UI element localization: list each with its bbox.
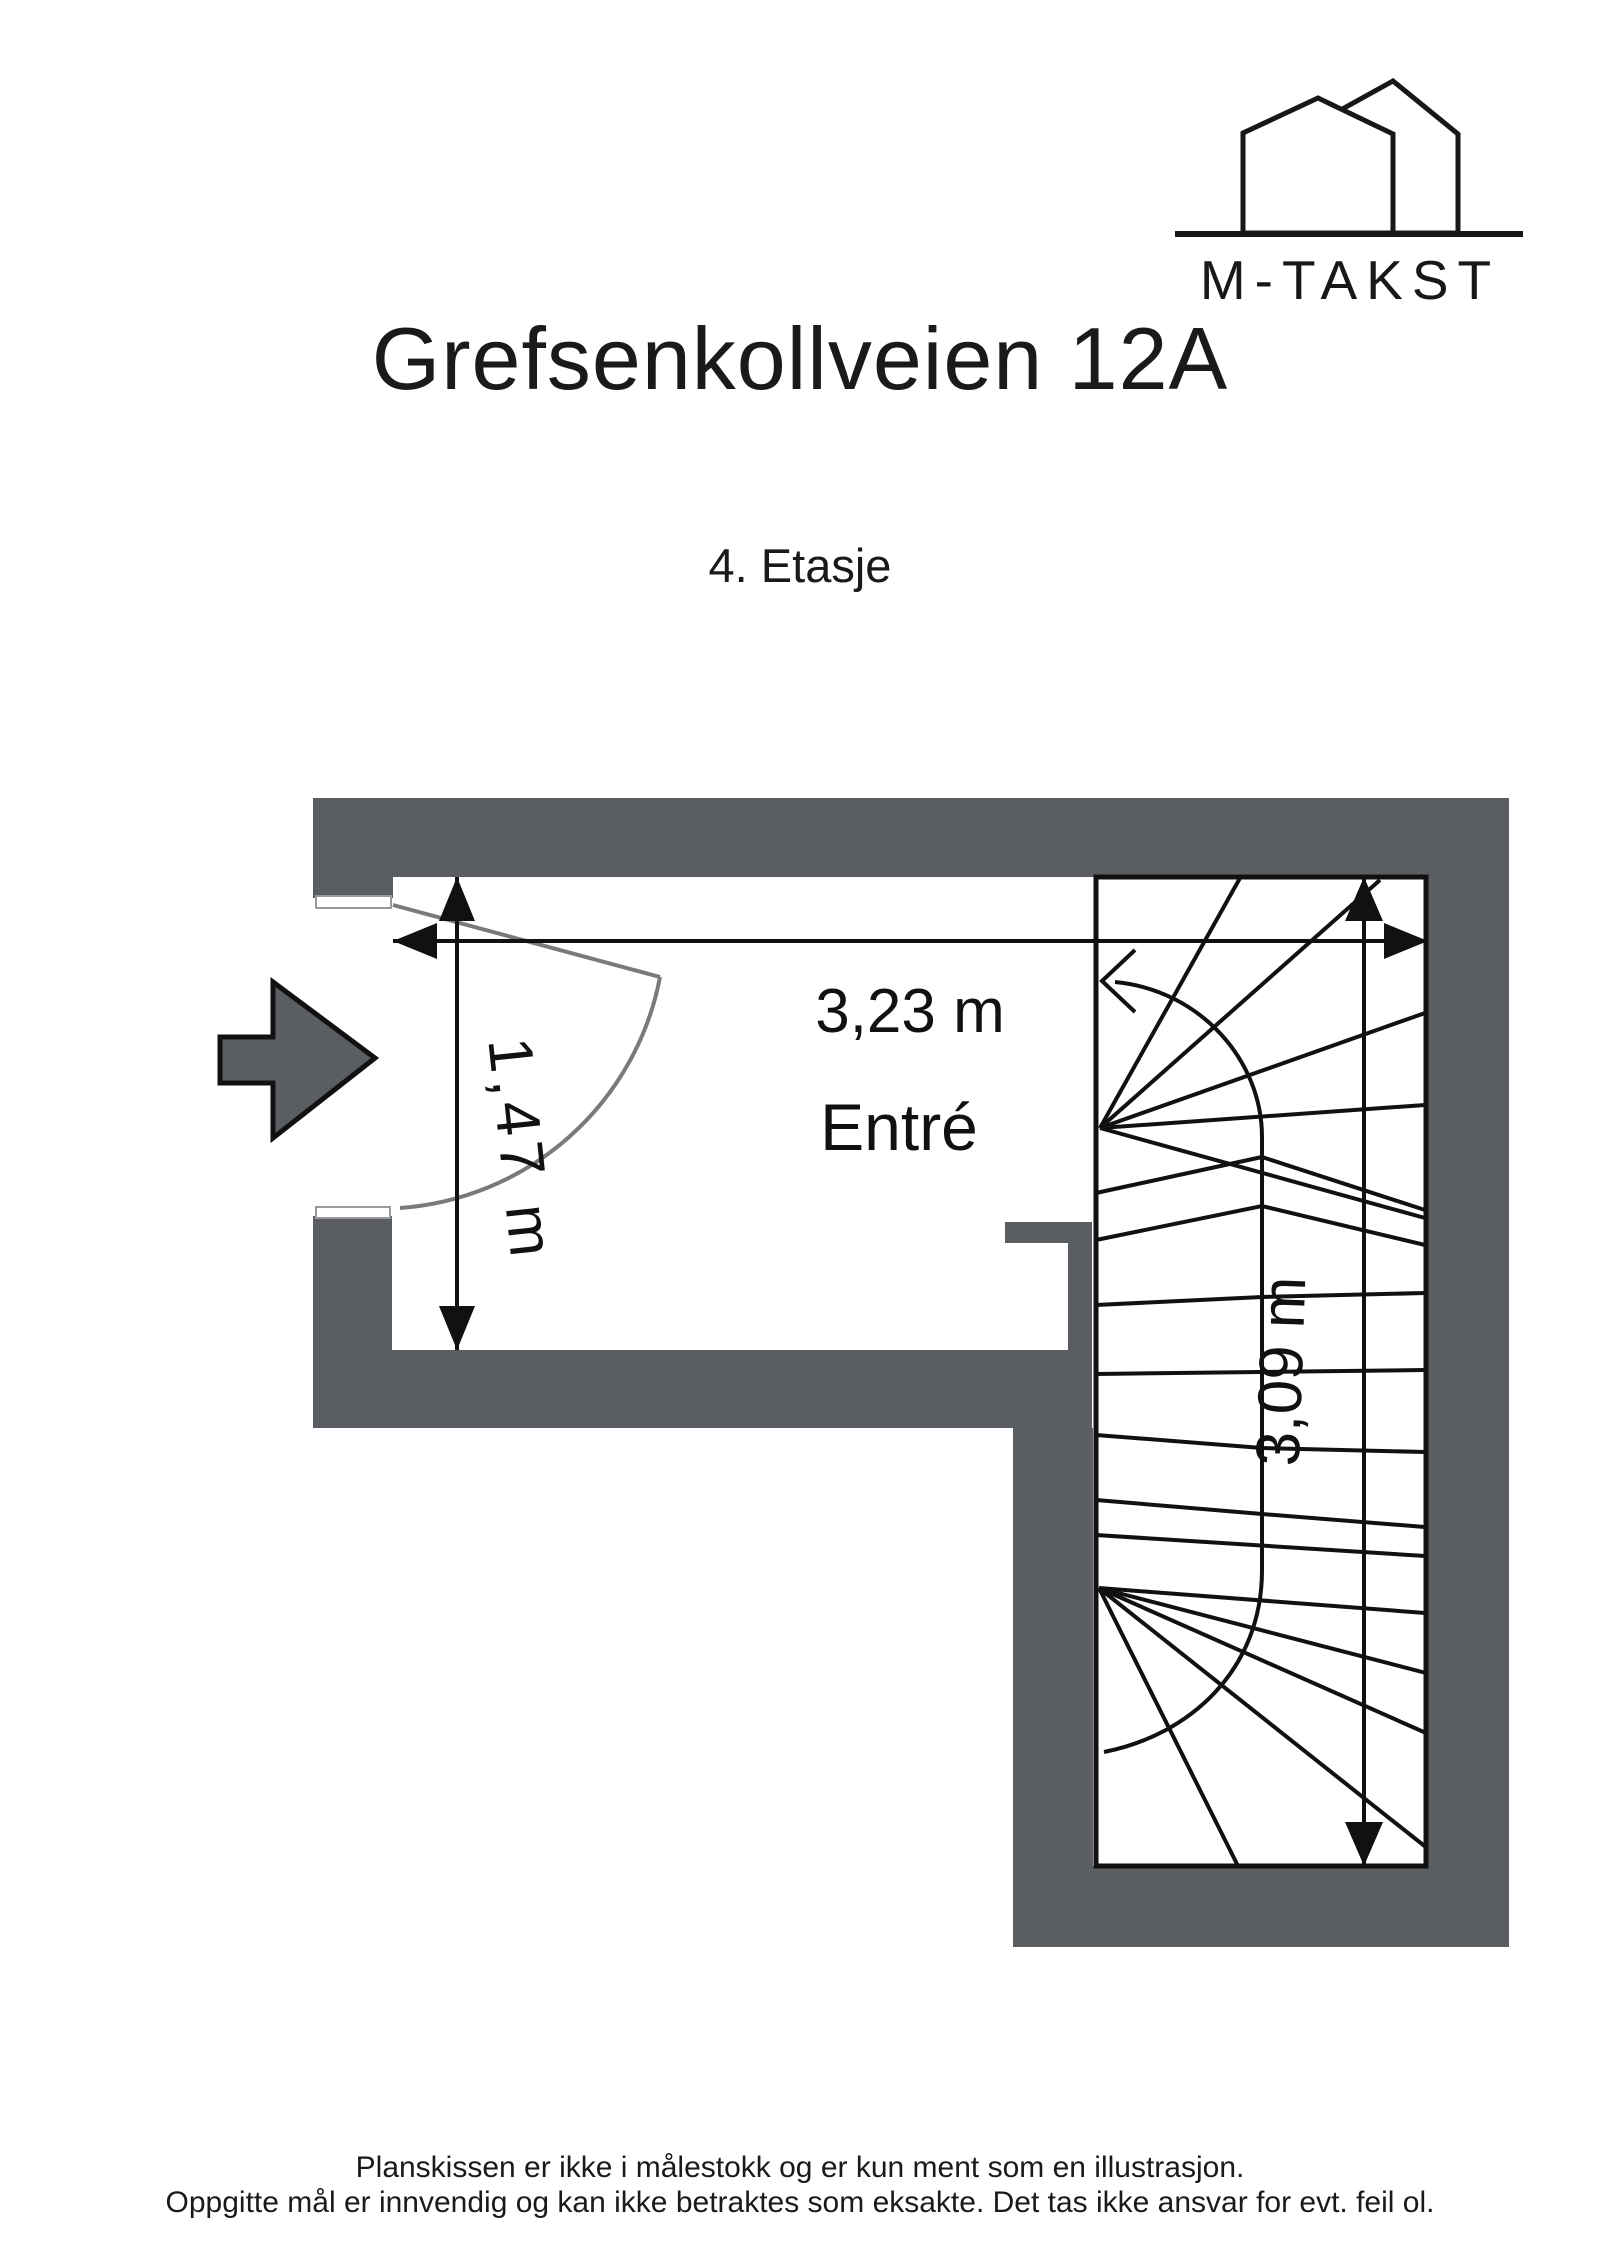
arrowhead-up-icon [439,877,475,921]
disclaimer-line-2: Oppgitte mål er innvendig og kan ikke be… [165,2186,1435,2219]
wall-bottom [1013,1866,1509,1947]
arrowhead-down-icon [1345,1822,1383,1866]
wall-entre-right [1068,1243,1092,1428]
disclaimer: Planskissen er ikke i målestokk og er ku… [0,2150,1600,2220]
dimension-lines [393,877,1428,1866]
page-title: Grefsenkollveien 12A [371,309,1229,408]
walk-line-arrow-icon [1099,948,1137,1014]
staircase-outline [1093,874,1429,1869]
wall-top-left-corner [313,877,393,898]
floor-label: 4. Etasje [708,539,892,592]
entrance-arrow-icon [217,977,380,1144]
room-label-entre: Entré [820,1090,978,1164]
arrowhead-down-icon [439,1306,475,1350]
dim-label-width: 3,23 m [815,977,1005,1046]
disclaimer-line-1: Planskissen er ikke i målestokk og er ku… [355,2151,1245,2184]
wall-stub [1005,1222,1092,1243]
wall-top [313,798,1509,877]
dim-label-stair-side: 3,09 m [1244,1275,1320,1467]
wall-stair-left [1013,1428,1093,1866]
m-takst-logo [1175,77,1523,237]
door-threshold-top [315,895,392,909]
wall-right [1427,877,1509,1947]
wall-mid-band [313,1350,1068,1428]
arrowhead-right-icon [1384,923,1428,959]
walls [313,798,1509,1947]
door-arc [399,976,662,1210]
logo-wordmark: M-TAKST [1199,249,1501,311]
wall-left-lower [313,1216,392,1350]
stair-walk-line [1103,980,1264,1754]
door-threshold-bottom [315,1206,391,1219]
dim-label-door-side: 1,47 m [474,1034,566,1266]
arrowhead-up-icon [1345,877,1383,921]
arrowhead-left-icon [393,923,437,959]
stair-direction-line [1098,878,1382,1130]
staircase [1093,874,1429,1869]
